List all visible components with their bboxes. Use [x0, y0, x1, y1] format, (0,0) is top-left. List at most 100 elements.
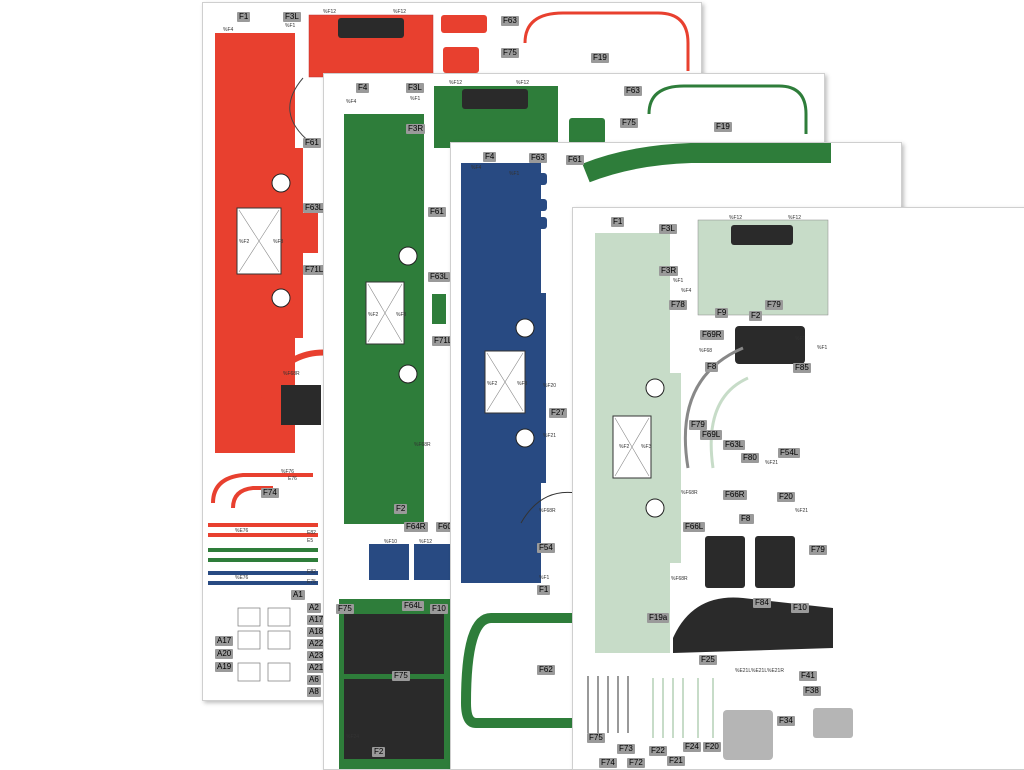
red-side-panel-2	[298, 213, 318, 253]
mint-label-22: F41	[799, 671, 817, 681]
mint-label-2: F3R	[659, 266, 679, 276]
red-label-20: A8	[307, 687, 321, 697]
green-blue-part-1	[369, 544, 409, 580]
red-label-18: A21	[307, 663, 326, 673]
mint-label-33: F9	[715, 308, 729, 318]
green-sheet-parts	[339, 84, 808, 769]
red-roof-outline	[523, 11, 690, 71]
mint-tiny-3: %F4	[681, 288, 692, 294]
green-label-1: F3L	[406, 83, 424, 93]
green-blue-part-2	[414, 544, 454, 580]
green-label-14: F75	[392, 671, 410, 681]
blue-mini-part-1	[529, 173, 547, 185]
blue-tiny-4: %F20	[543, 383, 557, 389]
green-tiny-3: %F1	[410, 96, 421, 102]
red-stripe-1	[208, 523, 318, 527]
mint-tiny-5: %F2	[619, 444, 630, 450]
mint-label-10: F63L	[723, 440, 746, 450]
red-window-cross	[238, 209, 280, 273]
red-label-19: A6	[307, 675, 321, 685]
mint-tiny-6: %F3	[641, 444, 652, 450]
mint-grille	[735, 326, 805, 364]
red-dark-window	[338, 18, 404, 38]
blue-tiny-6: %F68R	[539, 508, 556, 514]
mint-label-9: F79	[689, 420, 707, 430]
mint-dark-seat-2	[755, 536, 795, 588]
mint-label-7: F69L	[700, 430, 723, 440]
green-part-f75	[569, 118, 605, 144]
mint-wheel-arch-2	[709, 376, 749, 469]
red-label-10: A2	[307, 603, 321, 613]
red-label-15: A19	[215, 662, 234, 672]
red-tiny-0: %F4	[223, 27, 234, 33]
blue-label-4: F54	[537, 543, 555, 553]
green-tiny-2: %F12	[516, 80, 530, 86]
mint-label-4: F79	[765, 300, 783, 310]
green-roof-outline	[647, 84, 808, 134]
mint-label-17: F84	[753, 598, 771, 608]
green-stripe-2	[208, 558, 318, 562]
mint-label-26: F74	[599, 758, 617, 768]
green-label-15: F2	[372, 747, 386, 757]
blue-label-0: F4	[483, 152, 497, 162]
red-dark-part	[281, 385, 321, 425]
red-label-5: F61	[303, 138, 321, 148]
mint-window-cross	[614, 417, 650, 477]
blue-stripe-1	[208, 571, 318, 575]
mint-label-21: F25	[699, 655, 717, 665]
green-dark-seat-2	[344, 679, 444, 759]
red-tiny-7: %F76	[281, 469, 295, 475]
red-part-f75	[443, 47, 479, 73]
blue-label-6: F62	[537, 665, 555, 675]
red-label-8: F74	[261, 488, 279, 498]
blue-label-2: F61	[566, 155, 584, 165]
mint-label-14: F66L	[683, 522, 706, 532]
red-tiny-1: %F12	[323, 9, 337, 15]
green-frame-bottom	[460, 613, 586, 728]
mint-label-5: F2	[749, 311, 763, 321]
mint-green-stripes	[652, 678, 714, 738]
green-label-0: F4	[356, 83, 370, 93]
blue-label-1: F63	[529, 153, 547, 163]
red-stripe-2	[208, 533, 318, 537]
red-curve-part	[211, 473, 313, 504]
red-round-light-1	[271, 173, 291, 193]
mint-tiny-12: %E21L	[751, 668, 768, 674]
mint-label-28: F72	[627, 758, 645, 768]
mint-label-29: F22	[649, 746, 667, 756]
green-label-5: F75	[620, 118, 638, 128]
mint-label-19: F79	[809, 545, 827, 555]
green-label-4: F3R	[406, 124, 426, 134]
red-tiny-10: E82	[307, 530, 316, 536]
mint-wheel-arch	[683, 346, 744, 469]
red-tiny-4: %F68R	[283, 371, 300, 377]
green-label-11: F60	[436, 522, 454, 532]
red-tiny-14: E75	[307, 579, 316, 585]
mint-label-32: F21	[667, 756, 685, 766]
red-tiny-13: E82	[307, 569, 316, 575]
mint-round-light-1	[645, 378, 665, 398]
red-label-17: A23	[307, 651, 326, 661]
mint-tiny-2: %F1	[673, 278, 684, 284]
mint-sheet-parts	[587, 219, 853, 760]
red-label-1: F3L	[283, 12, 301, 22]
green-label-16: F75	[336, 604, 354, 614]
green-round-light-1	[398, 246, 418, 266]
green-dark-seat	[344, 614, 444, 674]
red-tiny-9: %E76	[235, 528, 249, 534]
green-tiny-6: %F68R	[414, 442, 431, 448]
mint-label-11: F80	[741, 453, 759, 463]
red-label-7: F71L	[303, 265, 326, 275]
green-stripe-1	[208, 548, 318, 552]
mint-tiny-15: %F1	[817, 345, 828, 351]
red-label-3: F75	[501, 48, 519, 58]
green-label-7: F63L	[428, 272, 451, 282]
mint-tiny-13: %E21R	[767, 668, 784, 674]
red-label-9: A1	[291, 590, 305, 600]
mint-label-13: F85	[793, 363, 811, 373]
mint-tiny-10: %F21	[765, 460, 779, 466]
green-label-2: F63	[624, 86, 642, 96]
green-tiny-0: %F4	[346, 99, 357, 105]
mint-tiny-11: %E21L	[735, 668, 752, 674]
red-label-0: F1	[237, 12, 251, 22]
